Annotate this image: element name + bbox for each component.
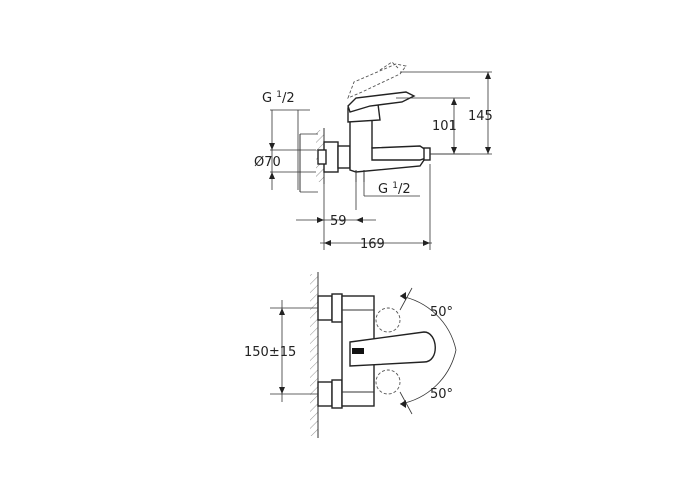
angle-top-label: 50° [430, 305, 453, 320]
spout [371, 145, 427, 161]
side-dimensions [269, 71, 492, 250]
front-dimensions [270, 300, 318, 402]
thread-label-bottom: G 1/2 [378, 181, 411, 197]
diameter-label: Ø70 [254, 155, 281, 170]
front-view [310, 272, 457, 438]
handle-front [349, 331, 436, 367]
handle-pos-bottom [375, 369, 401, 395]
side-labels: G 1/2 Ø70 G 1/2 59 169 101 145 [254, 90, 493, 252]
thread-label-top: G 1/2 [262, 90, 295, 106]
front-labels: 150±15 50° 50° [244, 305, 453, 402]
angle-bottom-label: 50° [430, 387, 453, 402]
dim-59-label: 59 [330, 214, 347, 229]
handle-pos-top [375, 307, 401, 333]
angle-arc-bottom [399, 349, 457, 405]
lever-swing [347, 63, 407, 99]
dim-101-label: 101 [432, 119, 457, 134]
lever-handle [347, 91, 416, 113]
dim-145-label: 145 [468, 109, 493, 124]
side-view [299, 61, 431, 193]
angle-arc-top [399, 295, 457, 351]
dim-150-label: 150±15 [244, 345, 296, 360]
dim-169-label: 169 [360, 237, 385, 252]
wall-hatch-bottom [310, 274, 318, 436]
